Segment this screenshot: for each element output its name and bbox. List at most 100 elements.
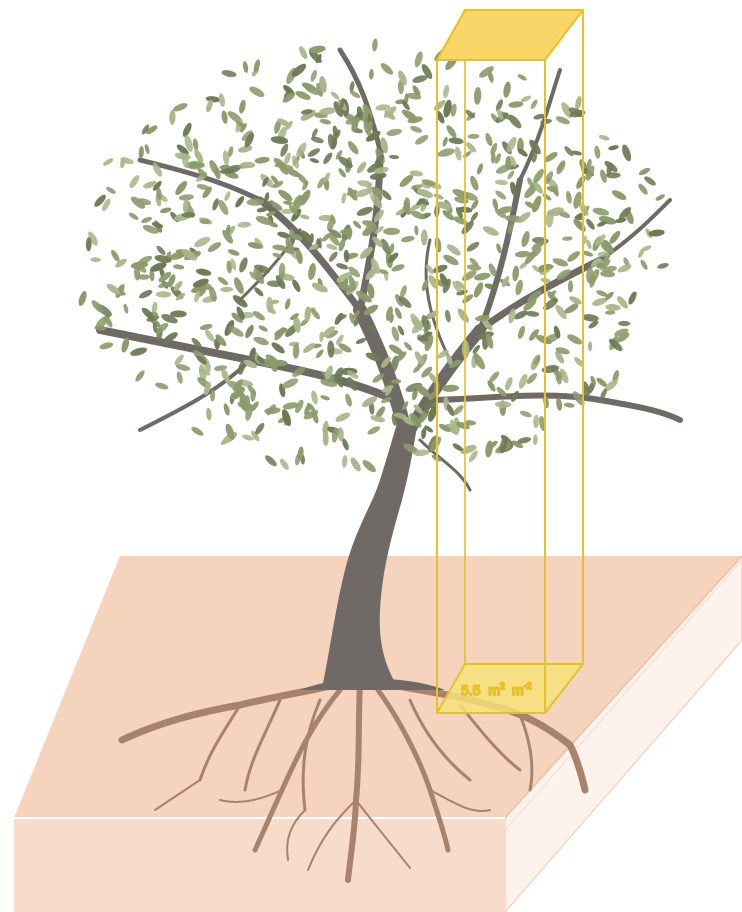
leaf <box>484 132 494 147</box>
leaf <box>372 38 379 51</box>
leaf <box>465 240 481 253</box>
leaf <box>442 136 449 147</box>
leaf <box>520 94 532 103</box>
leaf <box>206 408 212 421</box>
leaf <box>264 406 281 414</box>
leaf <box>517 73 528 82</box>
leaf <box>320 394 331 401</box>
leaf <box>307 262 317 280</box>
leaf <box>349 456 363 473</box>
branch-main <box>410 330 480 430</box>
leaf <box>454 146 463 161</box>
leaf <box>309 69 318 82</box>
leaf <box>222 403 230 417</box>
column-label-exp-den: -2 <box>524 681 532 691</box>
leaf <box>506 170 515 181</box>
leaf <box>234 195 246 209</box>
leaf <box>467 134 479 140</box>
branch <box>520 70 560 180</box>
leaf <box>310 390 319 405</box>
leaf <box>159 206 172 214</box>
leaf <box>144 144 151 155</box>
leaf <box>495 179 508 185</box>
leaf <box>218 93 226 108</box>
leaf <box>283 200 293 206</box>
leaf <box>355 337 367 346</box>
leaf <box>306 147 321 159</box>
leaf <box>138 288 154 300</box>
leaf <box>270 135 288 145</box>
leaf <box>514 279 524 296</box>
leaf <box>414 133 430 146</box>
leaf <box>105 186 117 196</box>
leaf <box>520 230 531 248</box>
leaf <box>494 189 507 201</box>
leaf <box>341 192 347 204</box>
leaf <box>366 425 381 437</box>
leaf <box>176 371 184 384</box>
soil-front-face <box>14 818 505 912</box>
leaf <box>533 415 539 429</box>
column-label-unit-den: m <box>512 682 524 698</box>
leaf <box>99 341 114 350</box>
leaf <box>343 250 349 263</box>
leaf <box>389 155 399 160</box>
leaf <box>352 220 363 230</box>
leaf <box>448 137 464 145</box>
column-label-unit: m <box>488 682 500 698</box>
leaf <box>555 159 568 176</box>
leaf <box>297 45 309 60</box>
leaf <box>231 293 250 310</box>
leaf <box>128 174 141 190</box>
leaf <box>442 84 450 98</box>
leaf <box>330 90 341 100</box>
leaf <box>588 341 592 351</box>
leaf <box>341 455 348 468</box>
leaf <box>637 182 650 196</box>
leaf <box>592 206 610 217</box>
leaf <box>531 167 546 184</box>
leaf <box>541 192 552 202</box>
leaf <box>383 228 400 235</box>
leaf <box>574 174 587 190</box>
leaf <box>206 240 222 254</box>
leaf <box>605 310 616 315</box>
leaf <box>123 303 130 314</box>
leaf <box>284 298 292 310</box>
leaf <box>517 325 527 340</box>
leaf <box>552 257 570 269</box>
leaf <box>248 84 266 99</box>
leaf <box>344 393 353 407</box>
leaf <box>169 110 176 125</box>
leaf <box>319 118 332 125</box>
leaf <box>605 304 621 312</box>
branch <box>420 440 470 490</box>
leaf <box>173 264 185 270</box>
leaf <box>421 229 428 245</box>
leaf <box>469 211 479 223</box>
leaf <box>508 101 524 109</box>
column-label-value: 5.5 <box>461 682 481 698</box>
leaf <box>361 458 378 474</box>
leaf <box>258 324 269 333</box>
leaf <box>565 190 573 204</box>
leaf <box>412 363 423 374</box>
leaf <box>563 402 575 408</box>
leaf <box>242 61 249 74</box>
leaf <box>476 163 484 176</box>
leaf <box>409 125 423 135</box>
leaf <box>512 265 520 281</box>
column-top <box>437 10 583 60</box>
leaf <box>77 290 88 307</box>
leaf <box>253 335 270 347</box>
leaf <box>193 235 212 249</box>
leaf <box>472 281 485 299</box>
leaf <box>356 205 374 218</box>
leaf <box>102 157 114 167</box>
leaf <box>238 99 247 114</box>
leaf <box>414 225 419 236</box>
leaf <box>128 211 140 221</box>
leaf <box>526 310 540 317</box>
leaf <box>432 263 449 275</box>
leaf <box>154 381 169 391</box>
